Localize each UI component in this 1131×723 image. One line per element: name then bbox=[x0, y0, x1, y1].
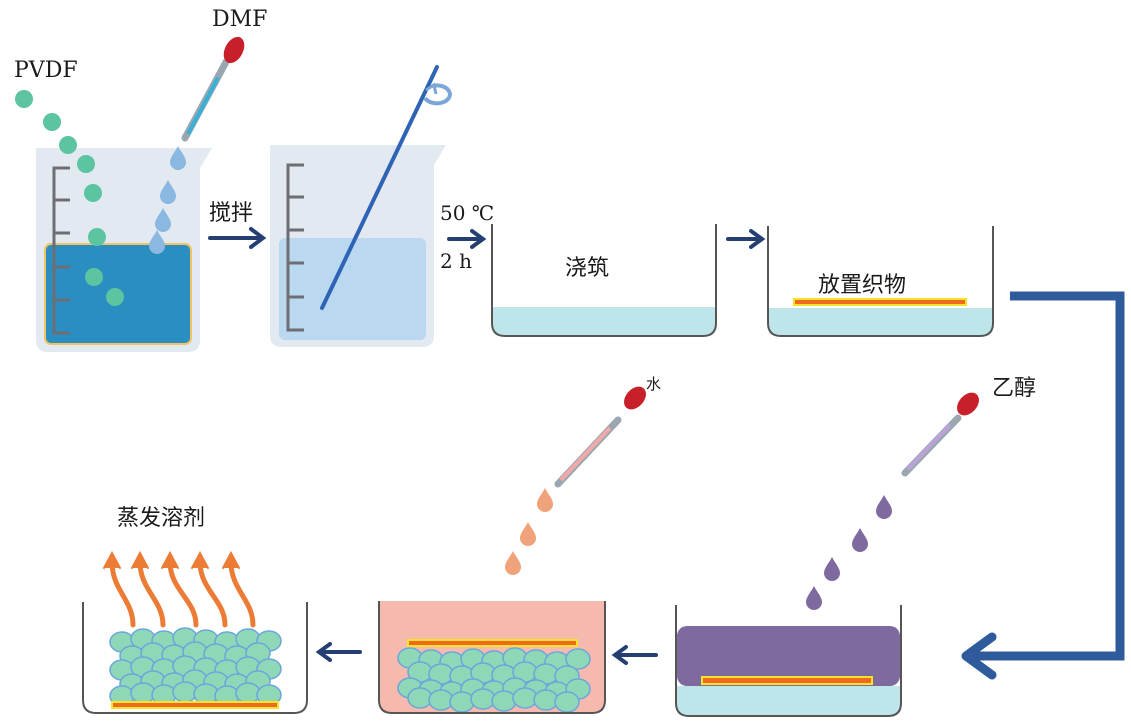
arrow-to-cast bbox=[447, 229, 487, 249]
pvdf-label: PVDF bbox=[14, 58, 78, 83]
pore-particle bbox=[512, 687, 538, 709]
arrow-to-stir bbox=[208, 227, 267, 249]
dish-fabric: 放置织物 bbox=[767, 226, 994, 337]
pvdf-particles bbox=[15, 90, 124, 306]
beaker-mix: PVDF DMF bbox=[14, 7, 267, 352]
beaker-stirred bbox=[270, 65, 452, 347]
connector-arrow bbox=[961, 291, 1125, 680]
ethanol-dropper bbox=[901, 392, 979, 477]
time-label: 2 h bbox=[440, 249, 472, 273]
fabric-2 bbox=[701, 676, 873, 685]
cast-solution bbox=[492, 307, 716, 336]
pore-particle bbox=[130, 682, 156, 704]
temperature-label: 50 ℃ bbox=[440, 201, 494, 225]
pore-particle bbox=[554, 691, 580, 713]
pore-particle bbox=[428, 689, 454, 711]
bottom-solution bbox=[676, 686, 901, 716]
dmf-label: DMF bbox=[212, 7, 267, 32]
pore-particle bbox=[470, 688, 496, 710]
dish-ethanol: 乙醇 bbox=[675, 376, 1036, 717]
ethanol-drops bbox=[806, 495, 892, 610]
dmf-dropper bbox=[181, 36, 245, 142]
fabric-4 bbox=[111, 701, 279, 709]
pore-particle bbox=[172, 681, 198, 703]
steam-arrows bbox=[103, 550, 256, 628]
dish-cast: 浇筑 bbox=[491, 224, 717, 337]
water-dropper bbox=[554, 386, 646, 488]
ethanol-layer bbox=[677, 626, 900, 686]
arrow-to-fabric bbox=[726, 229, 766, 249]
pore-particle bbox=[407, 687, 433, 709]
cast-solution-2 bbox=[768, 308, 993, 336]
pore-particle bbox=[565, 648, 591, 670]
cast-label: 浇筑 bbox=[565, 256, 609, 281]
water-drops bbox=[505, 488, 553, 575]
place-fabric-label: 放置织物 bbox=[818, 273, 906, 298]
graduation-scale bbox=[52, 166, 70, 335]
dish-evaporate: 蒸发溶剂 bbox=[82, 506, 308, 714]
arrow-to-water bbox=[611, 645, 658, 665]
porous-membrane bbox=[109, 627, 282, 707]
arrow-to-evaporate bbox=[315, 642, 362, 662]
fabric bbox=[793, 298, 967, 306]
dish-outline-2 bbox=[767, 226, 994, 337]
dish-outline-3 bbox=[675, 605, 902, 717]
rotation-icon bbox=[423, 82, 452, 106]
dish-outline bbox=[491, 224, 717, 337]
pore-particle bbox=[449, 691, 475, 713]
porous-layer bbox=[397, 647, 591, 713]
graduation-scale-2 bbox=[286, 163, 304, 332]
pore-particle bbox=[533, 689, 559, 711]
dish-outline-5 bbox=[82, 602, 308, 714]
dish-water: 水 bbox=[378, 375, 661, 714]
water-label: 水 bbox=[646, 375, 661, 393]
fabric-3 bbox=[407, 639, 578, 647]
dish-outline-4 bbox=[378, 601, 606, 714]
ethanol-label: 乙醇 bbox=[992, 376, 1036, 401]
pore-particle bbox=[491, 690, 517, 712]
stirred-solution bbox=[279, 238, 426, 340]
stir-label: 搅拌 bbox=[209, 201, 253, 226]
evaporate-label: 蒸发溶剂 bbox=[117, 506, 205, 531]
pore-particle bbox=[235, 682, 261, 704]
stirring-rod bbox=[320, 65, 439, 310]
